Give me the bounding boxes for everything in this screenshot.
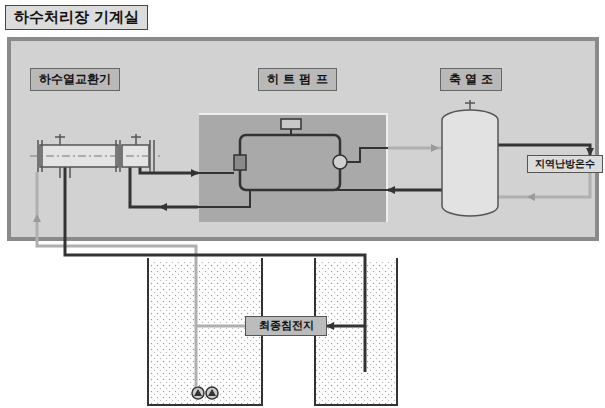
equipment-heading: 히 트 펌 프 [258,68,337,91]
label-text: 최종침전지 [246,317,326,335]
pipe-connector [528,145,590,155]
equipment-drawing [198,113,388,223]
equipment-heading: 하수열교환기 [30,68,120,91]
equipment-node: 하수열교환기 [28,66,160,215]
room-title: 하수처리장 기계실 [5,5,148,30]
equipment-heading: 축 열 조 [440,68,502,91]
pipe-connector [388,189,438,192]
pipe-connector [160,172,198,175]
pipe-connector [388,147,438,150]
pipe-connector [37,215,245,326]
label-text: 지역난방온수 [528,156,602,172]
label-box: 최종침전지 [245,316,327,336]
pipe-connector [160,206,198,209]
equipment-node: 축 열 조 [438,66,528,218]
pipe-connector [65,215,365,326]
label-box: 지역난방온수 [527,155,603,173]
pipe-connector [528,173,590,197]
equipment-node: 히 트 펌 프 [198,113,388,223]
